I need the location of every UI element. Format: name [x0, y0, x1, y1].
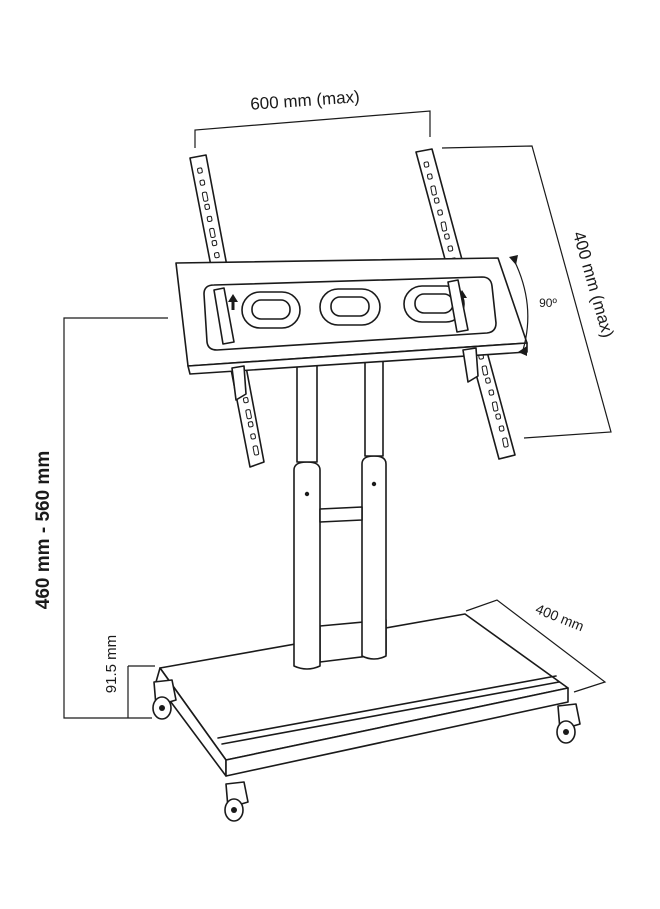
support-columns	[293, 359, 387, 670]
height-range-label: 460 mm - 560 mm	[33, 451, 54, 609]
rail-front-segments	[213, 279, 469, 345]
rail-hole	[444, 233, 450, 240]
rail-hole	[495, 413, 502, 420]
rail-hole	[485, 377, 491, 384]
rail-hole	[433, 197, 440, 204]
rail-hole	[245, 409, 252, 420]
rail-hole	[498, 425, 505, 432]
rail-hole	[201, 191, 209, 202]
rail-hole	[242, 397, 249, 404]
rail-hole	[197, 167, 203, 174]
height-max-label: 400 mm (max)	[569, 229, 617, 340]
base-depth-label: 400 mm	[533, 600, 586, 634]
rail-hole	[502, 437, 509, 448]
rail-hole	[423, 161, 430, 168]
width-max-label: 600 mm (max)	[250, 87, 361, 114]
caster-wheel-icon	[152, 679, 581, 822]
rail-hole	[209, 227, 216, 239]
rail-hole	[447, 245, 454, 252]
rail-hole	[481, 365, 489, 376]
rail-hole	[437, 209, 443, 216]
caster-wheel	[152, 679, 177, 720]
rail-hole	[426, 173, 433, 180]
mounting-plate	[175, 257, 528, 401]
rail-hole	[204, 203, 211, 210]
rail-hole	[206, 215, 213, 223]
caster-wheel	[224, 781, 249, 822]
dimension-lines	[63, 110, 612, 719]
rail-hole	[211, 239, 218, 247]
clearance-label: 91.5 mm	[103, 635, 120, 693]
rail-hole	[430, 185, 437, 196]
stand-base	[155, 613, 569, 777]
rail-hole	[213, 252, 220, 259]
rail-hole	[247, 421, 254, 428]
caster-wheel	[556, 703, 581, 744]
rail-hole	[199, 179, 206, 186]
rail-hole	[440, 221, 448, 232]
rail-hole	[488, 389, 495, 396]
rail-hole	[250, 433, 256, 440]
curved-arrow-icon	[509, 255, 529, 356]
rail-hole	[491, 401, 499, 412]
tilt-angle-label: 90º	[539, 296, 557, 310]
rail-hole	[252, 445, 260, 456]
